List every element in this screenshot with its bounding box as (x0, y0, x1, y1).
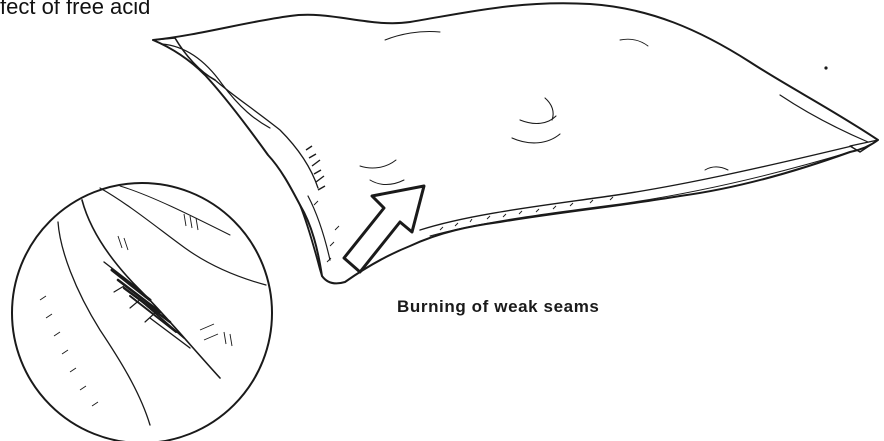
magnified-seam-detail (12, 183, 272, 441)
detail-hatching (40, 214, 232, 406)
ink-dot (824, 66, 827, 69)
callout-label: Burning of weak seams (397, 297, 600, 317)
sack-illustration (153, 3, 878, 283)
burnt-seam-detail (104, 262, 190, 348)
